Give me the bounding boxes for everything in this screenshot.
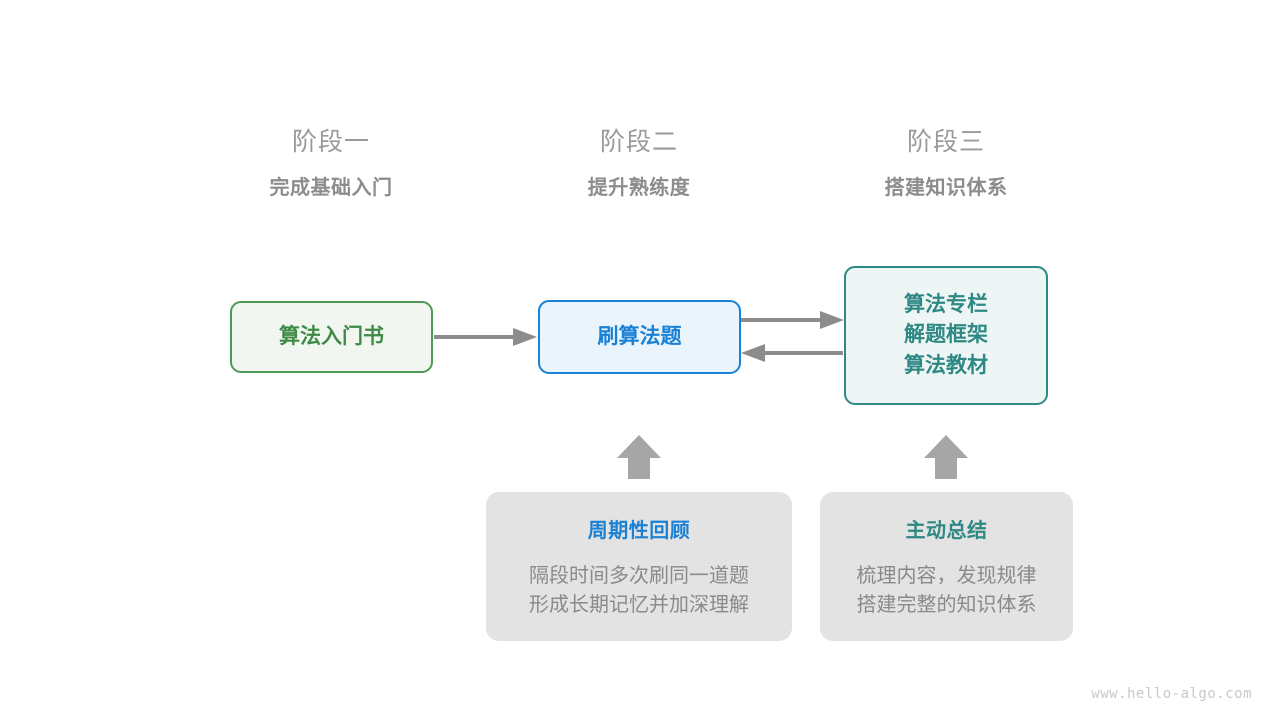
node-knowledge-line-2: 解题框架 xyxy=(904,323,988,347)
arrow-knowledge-to-practice xyxy=(741,344,843,362)
arrow-book-to-practice xyxy=(434,328,537,346)
node-practice-problems-label: 刷算法题 xyxy=(597,324,682,348)
note-periodic-review-body: 隔段时间多次刷同一道题 形成长期记忆并加深理解 xyxy=(529,562,749,620)
watermark-url: www.hello-algo.com xyxy=(1091,686,1252,702)
node-intro-book[interactable]: 算法入门书 xyxy=(230,301,433,373)
node-practice-problems[interactable]: 刷算法题 xyxy=(538,300,741,374)
node-knowledge-line-1: 算法专栏 xyxy=(904,292,988,316)
note-periodic-review-title: 周期性回顾 xyxy=(587,520,691,542)
note-active-summary-body: 梳理内容，发现规律 搭建完整的知识体系 xyxy=(857,562,1037,620)
node-knowledge-system[interactable]: 算法专栏 解题框架 算法教材 xyxy=(844,266,1048,405)
note-periodic-review-line-2: 形成长期记忆并加深理解 xyxy=(529,594,749,616)
stage-2-subtitle: 提升熟练度 xyxy=(587,176,691,199)
arrow-summary-up xyxy=(924,435,968,479)
stage-column-3: 阶段三 搭建知识体系 xyxy=(816,128,1076,199)
stage-1-title: 阶段一 xyxy=(291,128,370,156)
note-active-summary-title: 主动总结 xyxy=(905,520,988,542)
stage-column-2: 阶段二 提升熟练度 xyxy=(509,128,769,199)
stage-3-subtitle: 搭建知识体系 xyxy=(884,176,1008,199)
arrow-practice-to-knowledge xyxy=(741,311,844,329)
stage-1-subtitle: 完成基础入门 xyxy=(269,176,393,199)
note-active-summary-line-1: 梳理内容，发现规律 xyxy=(856,565,1037,587)
arrow-review-up xyxy=(617,435,661,479)
note-active-summary-line-2: 搭建完整的知识体系 xyxy=(856,594,1037,616)
node-knowledge-line-3: 算法教材 xyxy=(904,353,988,377)
stage-3-title: 阶段三 xyxy=(906,128,985,156)
note-card-active-summary[interactable]: 主动总结 梳理内容，发现规律 搭建完整的知识体系 xyxy=(820,492,1073,641)
stage-column-1: 阶段一 完成基础入门 xyxy=(201,128,461,199)
note-card-periodic-review[interactable]: 周期性回顾 隔段时间多次刷同一道题 形成长期记忆并加深理解 xyxy=(486,492,792,641)
stage-2-title: 阶段二 xyxy=(599,128,678,156)
node-intro-book-label: 算法入门书 xyxy=(279,324,384,348)
note-periodic-review-line-1: 隔段时间多次刷同一道题 xyxy=(529,565,749,587)
